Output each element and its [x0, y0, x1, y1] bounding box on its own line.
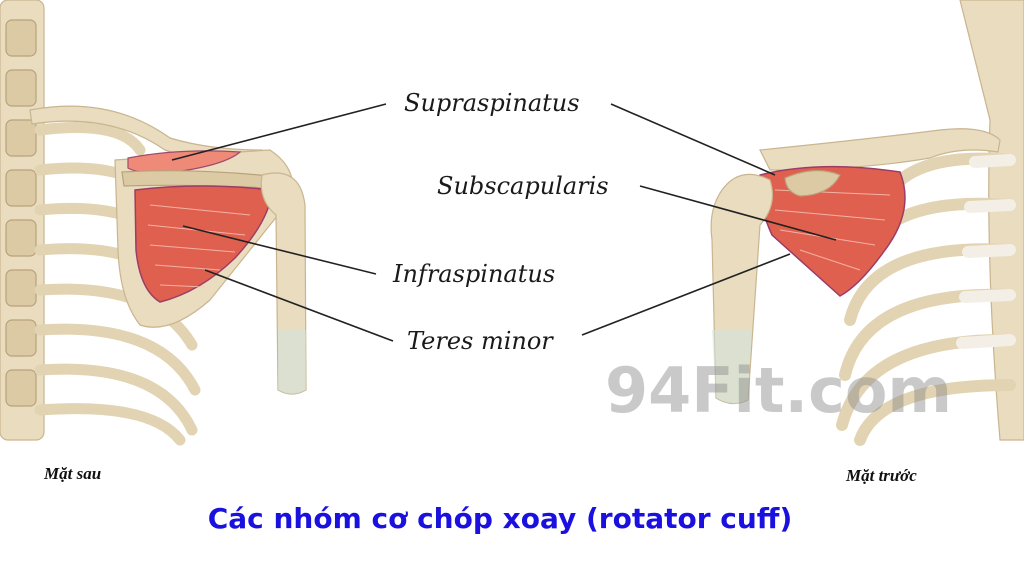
front-neck: [959, 0, 1024, 441]
front-coracoid: [784, 170, 841, 197]
label-subscapularis: Subscapularis: [437, 172, 609, 200]
label-infraspinatus: Infraspinatus: [392, 260, 555, 288]
front-view-illustration: [710, 0, 1024, 446]
leader-supraspinatus-front: [610, 103, 776, 176]
label-back-view: Mặt sau: [43, 464, 101, 483]
front-rib-cartilage: [956, 154, 1016, 349]
leader-teres-minor-front: [581, 253, 791, 336]
leader-supraspinatus-back: [171, 103, 387, 161]
leader-subscapularis-front: [639, 185, 837, 241]
caption-title: Các nhóm cơ chóp xoay (rotator cuff): [208, 502, 793, 535]
label-teres-minor: Teres minor: [407, 327, 554, 355]
watermark-text: 94Fit.com: [605, 354, 952, 427]
back-view-illustration: [0, 0, 307, 446]
front-clavicle: [759, 128, 1001, 171]
leader-lines: [171, 103, 837, 342]
label-front-view: Mặt trước: [845, 466, 917, 485]
front-subscapularis-muscle: [759, 165, 906, 297]
label-supraspinatus: Supraspinatus: [404, 89, 580, 117]
back-humerus-shadow: [278, 330, 306, 394]
leader-teres-minor-back: [204, 269, 394, 342]
leader-infraspinatus-back: [182, 225, 377, 275]
front-humerus-shadow: [712, 330, 752, 404]
back-infraspinatus-muscle: [134, 185, 273, 303]
